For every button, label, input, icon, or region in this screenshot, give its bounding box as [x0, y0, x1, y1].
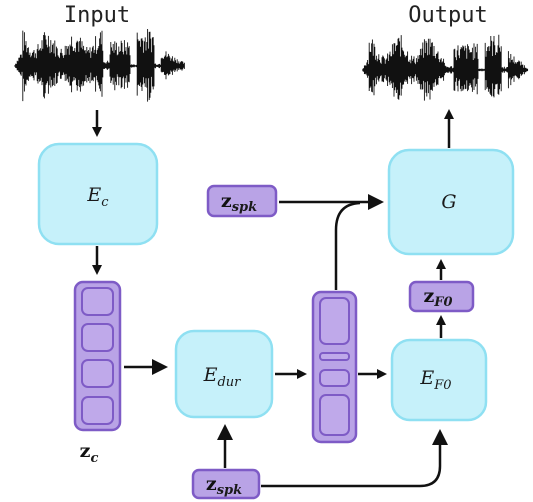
- duration-predictor-block: Edur: [174, 329, 274, 419]
- expanded-latent-vector: [311, 290, 358, 444]
- generator-block: G: [387, 148, 515, 256]
- pitch-subscript: F0: [433, 378, 451, 393]
- duration-subscript: dur: [217, 375, 241, 390]
- input-waveform: [14, 29, 185, 102]
- zc-cell: [81, 287, 114, 316]
- svg-text:zF0: zF0: [423, 285, 452, 310]
- pitch-predictor-block: EF0: [390, 338, 488, 422]
- f0-embedding: zF0: [408, 280, 475, 313]
- pitch-label: E: [419, 367, 434, 389]
- zspk-bottom-subscript: spk: [217, 483, 242, 498]
- svg-text:EF0: EF0: [419, 367, 451, 393]
- generator-label: G: [441, 191, 456, 213]
- expanded-cell: [319, 352, 350, 361]
- svg-text:zspk: zspk: [221, 190, 257, 215]
- content-encoder-subscript: c: [101, 195, 109, 210]
- expanded-cell: [319, 297, 350, 345]
- arrow-zspk-to-pitch: [261, 429, 448, 488]
- output-waveform: [362, 34, 529, 101]
- zc-label-subscript: c: [90, 451, 98, 466]
- speaker-embedding-top: zspk: [206, 184, 278, 218]
- expanded-cell: [319, 394, 350, 436]
- zspk-top-subscript: spk: [232, 200, 257, 215]
- svg-text:zspk: zspk: [206, 473, 242, 498]
- svg-text:Ec: Ec: [86, 184, 109, 210]
- input-label: Input: [64, 3, 130, 28]
- zc-label-main: z: [80, 440, 91, 462]
- zc-cell: [81, 359, 114, 388]
- zf0-subscript: F0: [433, 295, 452, 310]
- zc-label: zc: [80, 440, 99, 466]
- zc-cell: [81, 323, 114, 352]
- speaker-embedding-bottom: zspk: [191, 468, 261, 500]
- arrow-expanded-to-generator: [334, 201, 361, 290]
- expanded-cell: [319, 369, 350, 387]
- zc-vector: [73, 280, 122, 432]
- zspk-top-main: z: [221, 190, 232, 212]
- svg-text:Edur: Edur: [203, 364, 242, 390]
- zc-cell: [81, 396, 114, 425]
- output-label: Output: [408, 3, 487, 28]
- zspk-bottom-main: z: [206, 473, 217, 495]
- zf0-main: z: [423, 285, 434, 307]
- content-encoder-block: Ec: [37, 142, 159, 246]
- duration-label: E: [203, 364, 218, 386]
- content-encoder-label: E: [86, 184, 101, 206]
